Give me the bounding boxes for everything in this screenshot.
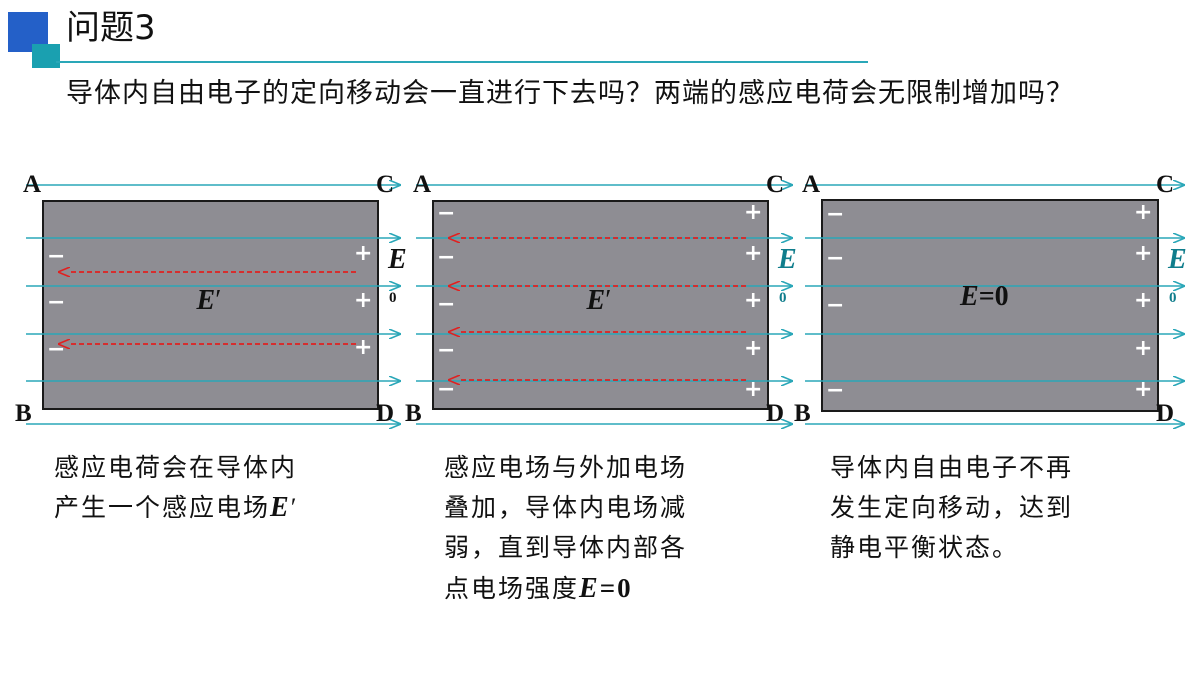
caption-3-line-1: 导体内自由电子不再 — [830, 453, 1074, 482]
external-field-label: E — [777, 244, 797, 275]
external-field-subscript: 0 — [389, 290, 397, 306]
corner-label-d: D — [1156, 400, 1174, 427]
caption-3-line-2: 发生定向移动，达到 — [830, 493, 1074, 522]
negative-charge: − — [826, 202, 844, 227]
external-field-subscript: 0 — [779, 290, 787, 306]
caption-1-line-2: 产生一个感应电场E′ — [54, 488, 394, 528]
inner-field-label-main: E — [196, 285, 216, 316]
positive-charge: + — [744, 241, 762, 266]
corner-label-b: B — [15, 400, 32, 427]
caption-2-line-3: 弱，直到导体内部各 — [444, 533, 688, 562]
positive-charge: + — [354, 241, 372, 266]
caption-2-symbol-zero: =0 — [599, 573, 633, 603]
corner-label-b: B — [794, 400, 811, 427]
corner-label-c: C — [766, 171, 784, 198]
positive-charge: + — [744, 377, 762, 402]
inner-field-label-main: E — [959, 281, 979, 312]
caption-2-line-2: 叠加，导体内电场减 — [444, 493, 688, 522]
caption-3-line-3: 静电平衡状态。 — [830, 533, 1020, 562]
negative-charge: − — [826, 378, 844, 403]
caption-2-line-1: 感应电场与外加电场 — [444, 453, 688, 482]
corner-label-c: C — [376, 171, 394, 198]
inner-field-label: E′ — [196, 285, 222, 316]
negative-charge: − — [47, 244, 65, 269]
conductor-block — [432, 200, 769, 410]
caption-2-symbol-e: E — [579, 573, 600, 604]
negative-charge: − — [437, 338, 455, 363]
caption-1-symbol-e: E — [270, 492, 291, 523]
page-title: 问题3 — [66, 8, 156, 48]
inner-field-label: E′ — [586, 285, 612, 316]
caption-1-line-2-text: 产生一个感应电场 — [54, 493, 271, 522]
caption-2-line-4: 点电场强度E=0 — [444, 568, 774, 609]
inner-field-label-prime: ′ — [215, 285, 221, 316]
logo-square-teal — [32, 44, 60, 68]
corner-label-a: A — [23, 171, 41, 198]
caption-panel-3: 导体内自由电子不再 发生定向移动，达到 静电平衡状态。 — [830, 448, 1160, 568]
question-text: 导体内自由电子的定向移动会一直进行下去吗？两端的感应电荷会无限制增加吗？ — [66, 78, 1074, 109]
positive-charge: + — [744, 288, 762, 313]
positive-charge: + — [1134, 336, 1152, 361]
positive-charge: + — [1134, 377, 1152, 402]
corner-label-a: A — [413, 171, 431, 198]
caption-panel-2: 感应电场与外加电场 叠加，导体内电场减 弱，直到导体内部各 点电场强度E=0 — [444, 448, 774, 609]
external-field-label: E — [1167, 244, 1187, 275]
positive-charge: + — [744, 200, 762, 225]
negative-charge: − — [47, 290, 65, 315]
negative-charge: − — [437, 201, 455, 226]
corner-label-c: C — [1156, 171, 1174, 198]
inner-field-label-prime: ′ — [605, 285, 611, 316]
external-field-label: E — [387, 244, 407, 275]
conductor-block — [821, 199, 1159, 412]
inner-field-label: E=0 — [959, 281, 1009, 312]
caption-panel-1: 感应电荷会在导体内 产生一个感应电场E′ — [54, 448, 394, 528]
title-underline — [56, 61, 868, 63]
negative-charge: − — [47, 337, 65, 362]
inner-field-label-tail: =0 — [979, 281, 1009, 312]
positive-charge: + — [1134, 241, 1152, 266]
corner-label-a: A — [802, 171, 820, 198]
negative-charge: − — [437, 292, 455, 317]
external-field-subscript: 0 — [1169, 290, 1177, 306]
caption-2-line-4-text: 点电场强度 — [444, 574, 580, 603]
negative-charge: − — [826, 293, 844, 318]
positive-charge: + — [354, 288, 372, 313]
corner-label-b: B — [405, 400, 422, 427]
conductor-block — [42, 200, 379, 410]
caption-1-line-1: 感应电荷会在导体内 — [54, 453, 298, 482]
negative-charge: − — [437, 377, 455, 402]
positive-charge: + — [354, 335, 372, 360]
positive-charge: + — [1134, 288, 1152, 313]
negative-charge: − — [437, 245, 455, 270]
negative-charge: − — [826, 246, 844, 271]
corner-label-d: D — [376, 400, 394, 427]
positive-charge: + — [744, 336, 762, 361]
positive-charge: + — [1134, 200, 1152, 225]
corner-label-d: D — [766, 400, 784, 427]
caption-1-symbol-prime: ′ — [290, 493, 299, 522]
inner-field-label-main: E — [586, 285, 606, 316]
